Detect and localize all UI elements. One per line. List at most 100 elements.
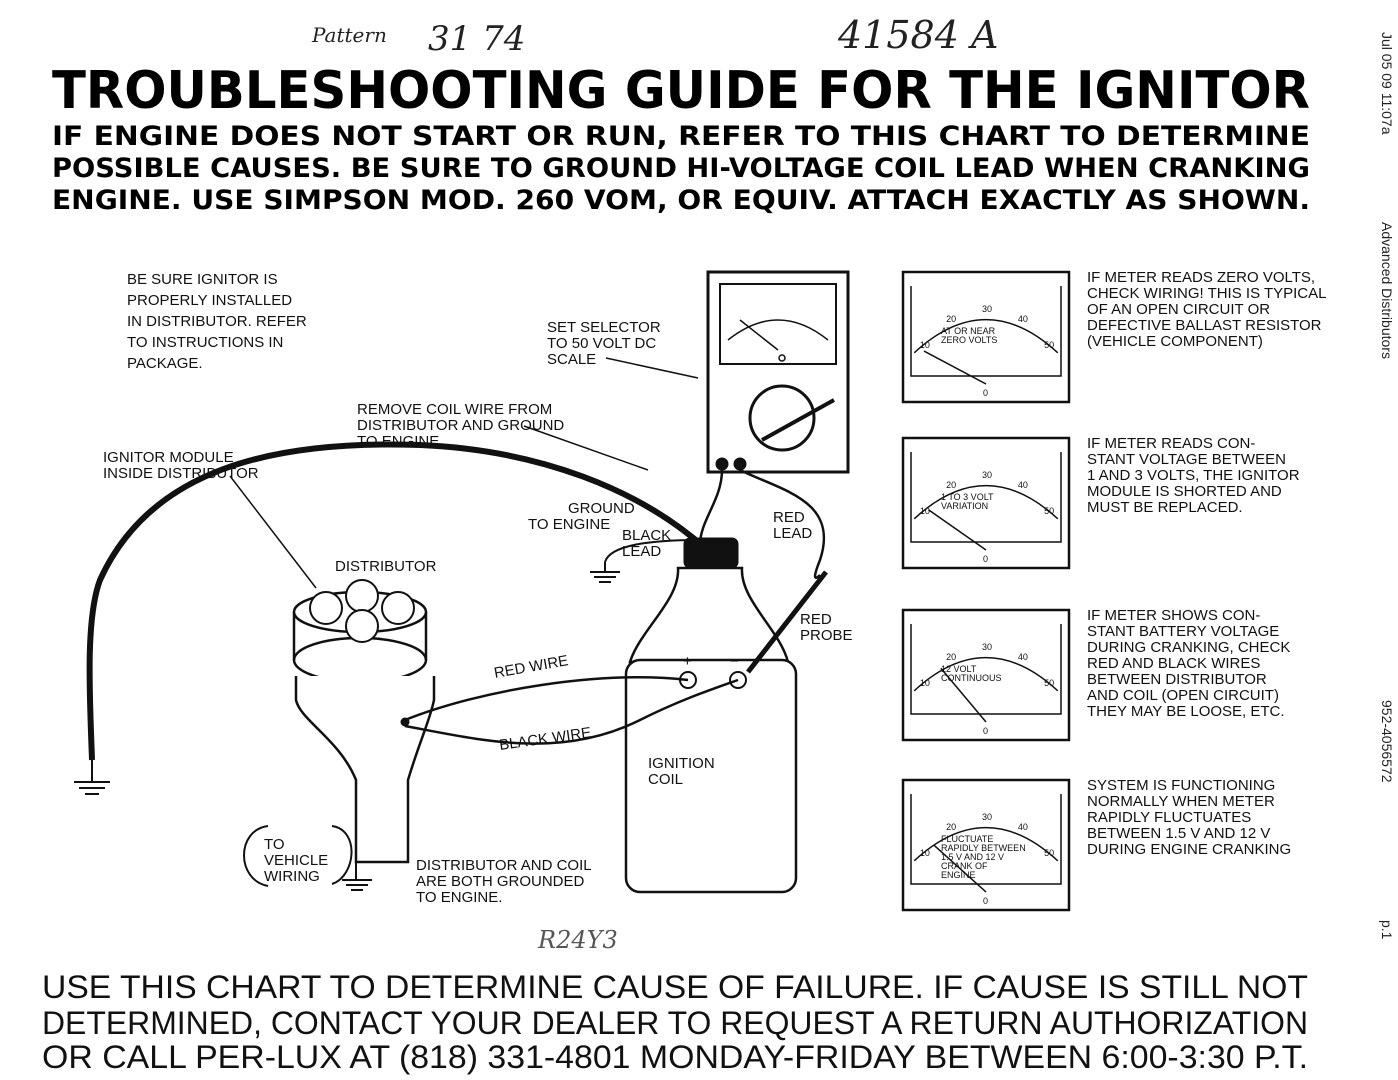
meter-needle bbox=[940, 667, 987, 723]
meter-scale-label: 20 bbox=[946, 652, 956, 662]
meter-scale-label: 30 bbox=[982, 304, 992, 314]
meter-explanation-line: IF METER READS CON- bbox=[1087, 435, 1255, 452]
meter-reading-label: 12 VOLT bbox=[941, 664, 977, 674]
footer-line-1: USE THIS CHART TO DETERMINE CAUSE OF FAI… bbox=[42, 969, 1308, 1005]
multimeter-body bbox=[706, 270, 850, 474]
meter-scale-arc bbox=[913, 484, 1059, 520]
meter-reading-label: AT OR NEAR bbox=[941, 326, 996, 336]
meter-reading-label: RAPIDLY BETWEEN bbox=[941, 843, 1026, 853]
red-wire-label: RED WIRE bbox=[493, 652, 570, 682]
multimeter-selector-knob bbox=[748, 384, 816, 452]
multimeter-face bbox=[719, 283, 837, 365]
ignition-coil-label-1: IGNITION bbox=[648, 755, 715, 772]
meter-explanation-line: THEY MAY BE LOOSE, ETC. bbox=[1087, 703, 1285, 720]
fax-header: Jul 05 09 11:07a Advanced Distributors 9… bbox=[1379, 32, 1395, 940]
intro-line-2: POSSIBLE CAUSES. BE SURE TO GROUND HI-VO… bbox=[52, 153, 1310, 184]
meter-scale-label: 40 bbox=[1018, 652, 1028, 662]
distributor-cap bbox=[292, 636, 428, 684]
meter-explanation-line: DURING CRANKING, CHECK bbox=[1087, 639, 1290, 656]
ignition-coil-body bbox=[624, 658, 798, 894]
intro-line-1: IF ENGINE DOES NOT START OR RUN, REFER T… bbox=[52, 121, 1310, 152]
red-wire bbox=[404, 676, 689, 722]
meter-frame bbox=[901, 778, 1071, 912]
handwritten-number-center: 41584 A bbox=[837, 13, 998, 57]
red-probe-label-2: PROBE bbox=[800, 627, 853, 644]
meter-explanation-line: RAPIDLY FLUCTUATES bbox=[1087, 809, 1251, 826]
grounded-note-3: TO ENGINE. bbox=[416, 889, 502, 906]
distributor-label: DISTRIBUTOR bbox=[335, 558, 437, 575]
distributor-body bbox=[294, 676, 436, 864]
meter-face bbox=[910, 624, 1062, 715]
intro-line-3: ENGINE. USE SIMPSON MOD. 260 VOM, OR EQU… bbox=[52, 185, 1310, 216]
meter-scale-label: 40 bbox=[1018, 480, 1028, 490]
meter-explanation-line: CHECK WIRING! THIS IS TYPICAL bbox=[1087, 285, 1327, 302]
meter-scale-label: 10 bbox=[920, 340, 930, 350]
red-lead-label-1: RED bbox=[773, 509, 805, 526]
coil-wire-note-1: REMOVE COIL WIRE FROM bbox=[357, 401, 552, 418]
meter-scale-label: 30 bbox=[982, 812, 992, 822]
vehicle-wiring-bracket bbox=[243, 825, 353, 887]
meter-zero-label: 0 bbox=[983, 388, 988, 398]
footer-line-3: OR CALL PER-LUX AT (818) 331-4801 MONDAY… bbox=[42, 1039, 1308, 1075]
meter-scale-label: 20 bbox=[946, 314, 956, 324]
meter-scale-arc bbox=[913, 656, 1059, 692]
install-note-4: TO INSTRUCTIONS IN bbox=[127, 334, 283, 351]
coil-wire-note-3: TO ENGINE bbox=[357, 433, 439, 450]
meter-zero-label: 0 bbox=[983, 896, 988, 906]
meter-explanation-line: SYSTEM IS FUNCTIONING bbox=[1087, 777, 1275, 794]
selector-note-2: TO 50 VOLT DC bbox=[547, 335, 656, 352]
meter-frame bbox=[901, 270, 1071, 404]
meter-reading-label: CONTINUOUS bbox=[941, 673, 1002, 683]
meter-explanation-line: IF METER READS ZERO VOLTS, bbox=[1087, 269, 1315, 286]
meter-explanation-line: STANT BATTERY VOLTAGE bbox=[1087, 623, 1279, 640]
fax-phone: 952-4056572 bbox=[1379, 700, 1395, 783]
ground-symbol-left bbox=[74, 760, 110, 795]
meter-explanation-line: AND COIL (OPEN CIRCUIT) bbox=[1087, 687, 1279, 704]
meter-scale-label: 50 bbox=[1044, 506, 1054, 516]
red-lead-label-2: LEAD bbox=[773, 525, 812, 542]
meter-scale-label: 40 bbox=[1018, 314, 1028, 324]
meter-explanation-line: OF AN OPEN CIRCUIT OR bbox=[1087, 301, 1270, 318]
meter-scale-label: 50 bbox=[1044, 340, 1054, 350]
red-probe-label-1: RED bbox=[800, 611, 832, 628]
vehicle-wiring-3: WIRING bbox=[264, 868, 320, 885]
meter-needle bbox=[928, 509, 987, 551]
meter-scale-label: 40 bbox=[1018, 822, 1028, 832]
red-lead-wire bbox=[739, 468, 826, 579]
black-lead-label-1: BLACK bbox=[622, 527, 671, 544]
meter-explanation-line: STANT VOLTAGE BETWEEN bbox=[1087, 451, 1286, 468]
ground-symbol-mid bbox=[590, 562, 620, 583]
meter-reading-label: ENGINE bbox=[941, 870, 976, 880]
fax-page: p.1 bbox=[1379, 920, 1395, 940]
module-note-2: INSIDE DISTRIBUTOR bbox=[103, 465, 259, 482]
meter-explanation-line: RED AND BLACK WIRES bbox=[1087, 655, 1260, 672]
install-note-3: IN DISTRIBUTOR. REFER bbox=[127, 313, 307, 330]
meter-explanation-line: NORMALLY WHEN METER bbox=[1087, 793, 1275, 810]
meter-scale-label: 20 bbox=[946, 822, 956, 832]
install-note-5: PACKAGE. bbox=[127, 355, 203, 372]
meter-reading-label: FLUCTUATE bbox=[941, 834, 993, 844]
fax-timestamp: Jul 05 09 11:07a bbox=[1379, 32, 1395, 135]
multimeter-jack-black bbox=[715, 457, 729, 471]
handwritten-number-left: 31 74 bbox=[428, 19, 525, 59]
meter-scale-arc bbox=[913, 826, 1059, 862]
meter-explanation-line: MODULE IS SHORTED AND bbox=[1087, 483, 1282, 500]
module-note-1: IGNITOR MODULE bbox=[103, 449, 234, 466]
vehicle-wiring-1: TO bbox=[264, 836, 285, 853]
ignition-coil-label-2: COIL bbox=[648, 771, 683, 788]
meter-reading-label: VARIATION bbox=[941, 501, 988, 511]
meter-reading-label: ZERO VOLTS bbox=[941, 335, 997, 345]
meter-face bbox=[910, 286, 1062, 377]
meter-scale-label: 10 bbox=[920, 848, 930, 858]
meter-scale-label: 10 bbox=[920, 678, 930, 688]
grounded-note-1: DISTRIBUTOR AND COIL bbox=[416, 857, 592, 874]
meter-needle bbox=[933, 844, 987, 893]
meter-explanation-line: DURING ENGINE CRANKING bbox=[1087, 841, 1291, 858]
coil-wire-note-2: DISTRIBUTOR AND GROUND bbox=[357, 417, 564, 434]
multimeter-jack-red bbox=[733, 457, 747, 471]
install-note-2: PROPERLY INSTALLED bbox=[127, 292, 292, 309]
meter-explanation-line: 1 AND 3 VOLTS, THE IGNITOR bbox=[1087, 467, 1300, 484]
